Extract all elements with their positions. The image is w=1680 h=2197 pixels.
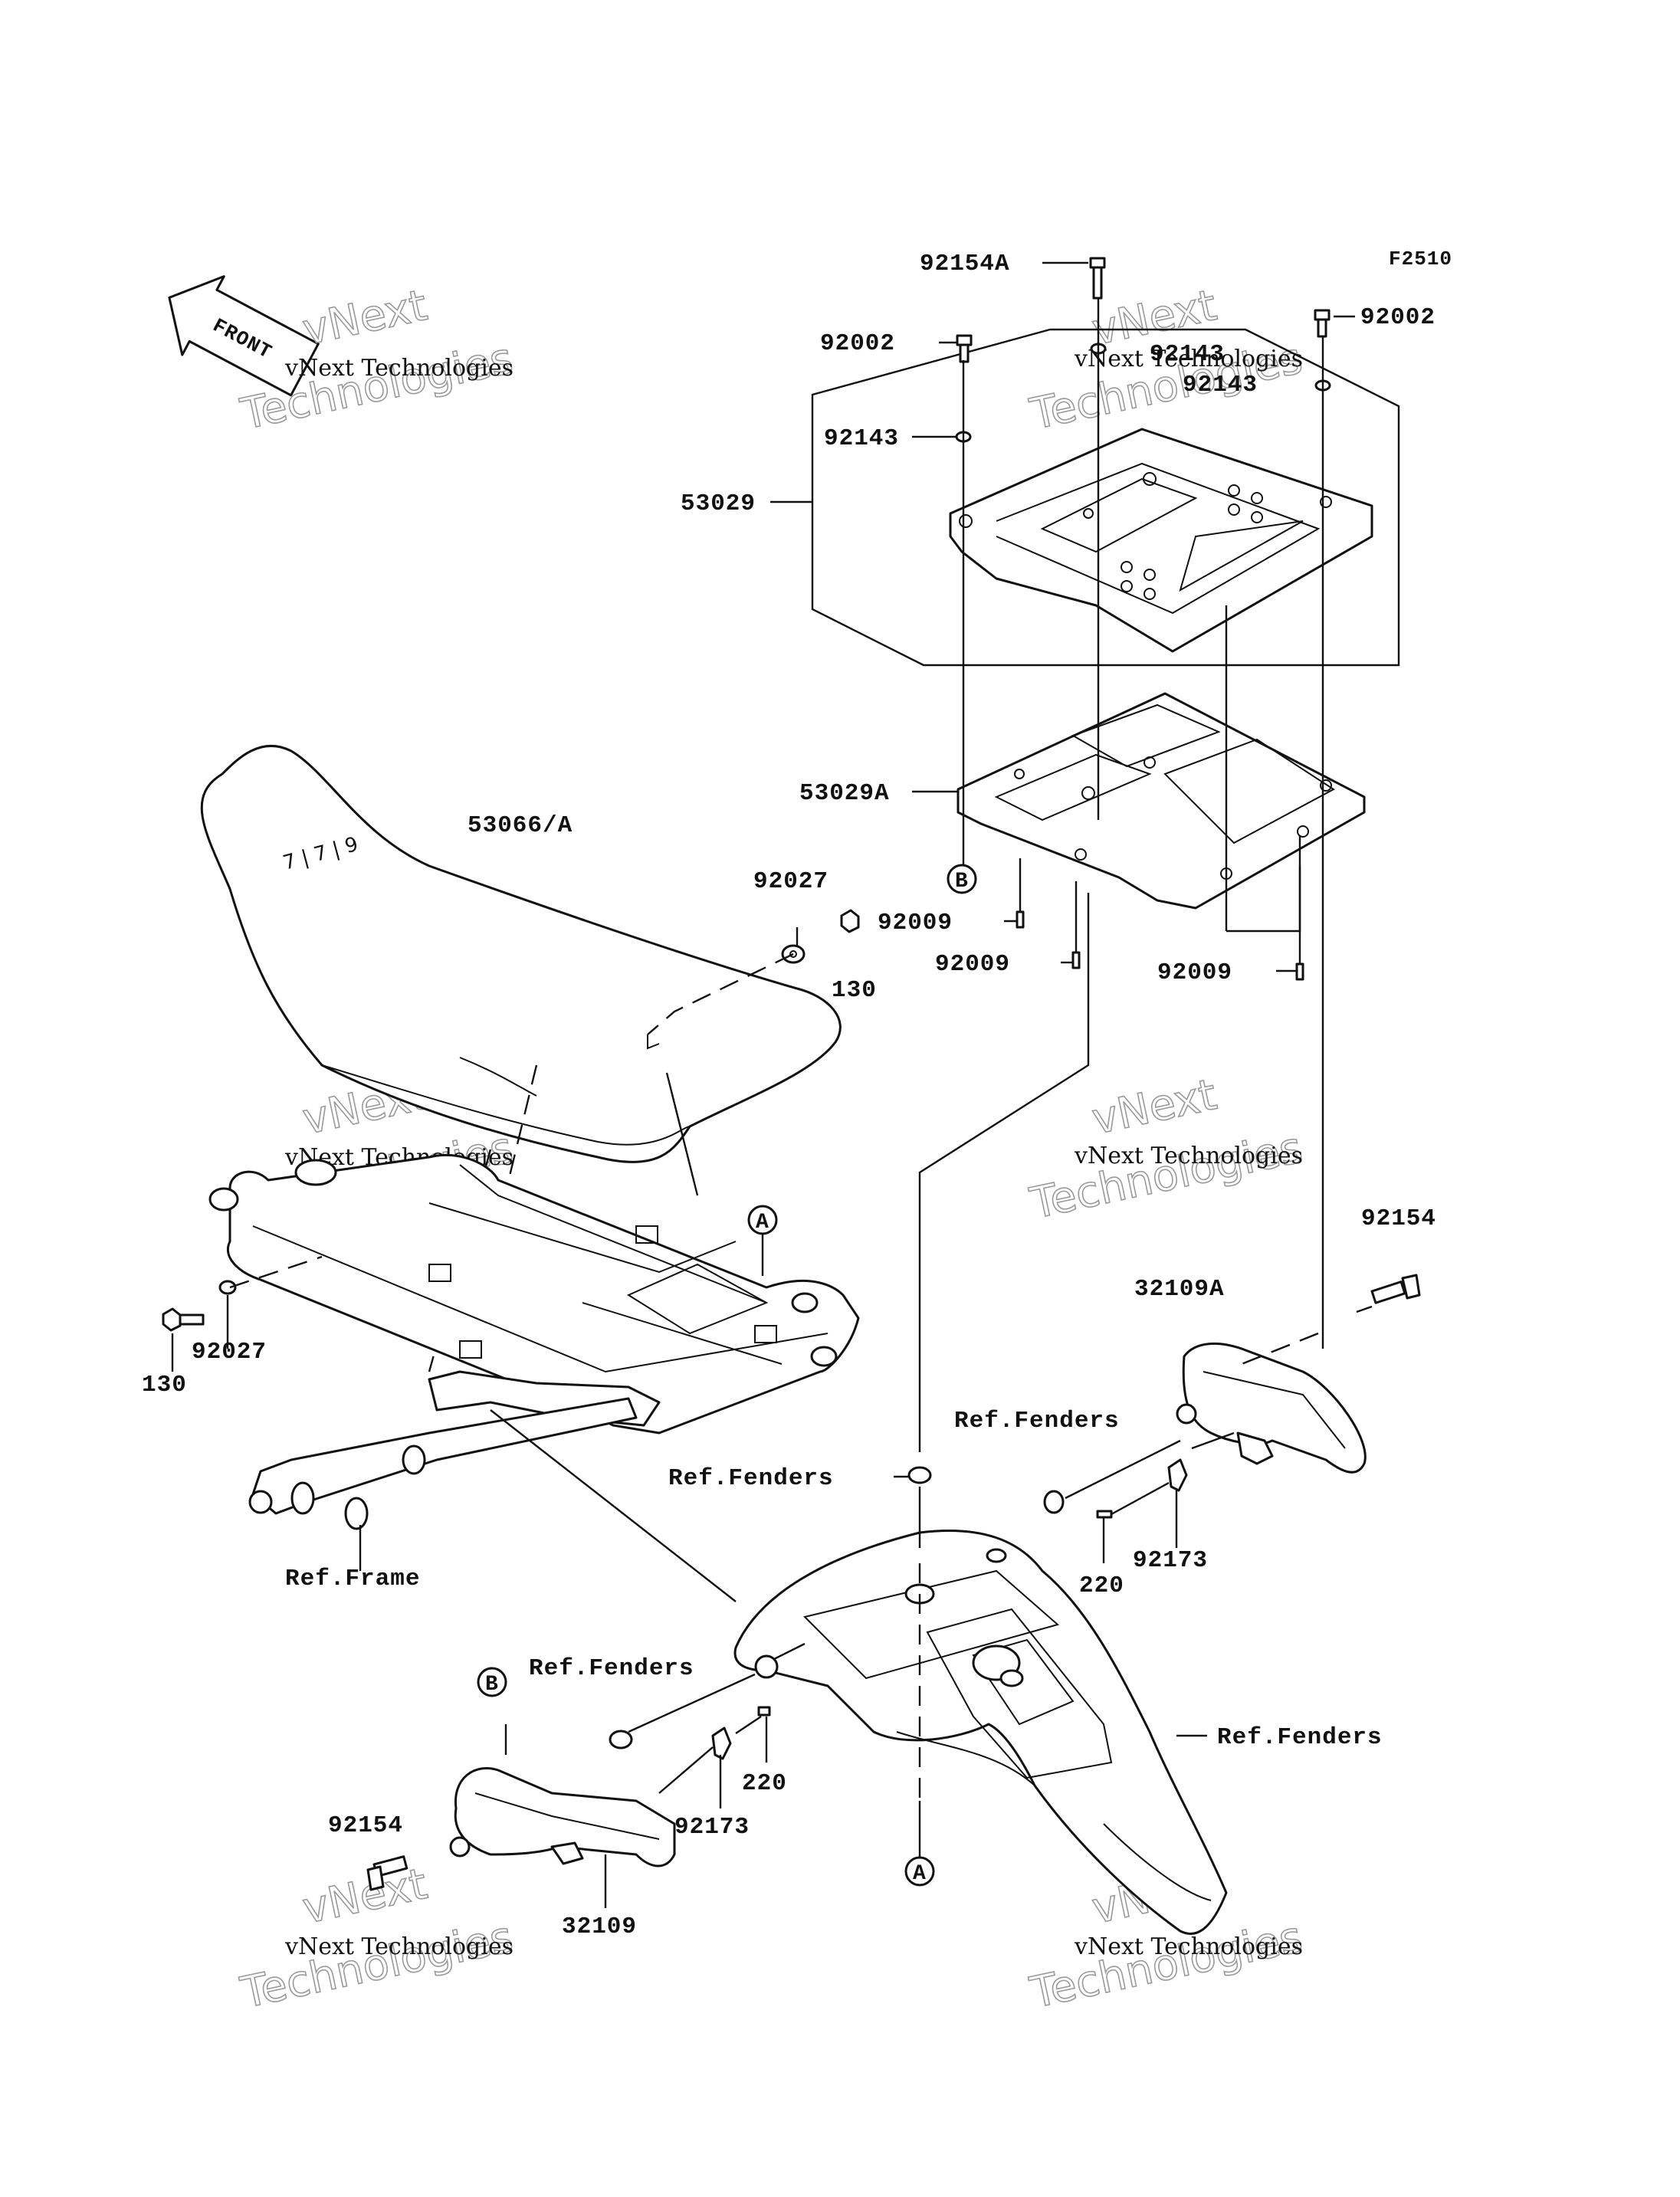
bolt-92154A-icon (1089, 257, 1106, 300)
clip-92173-left-icon (711, 1726, 732, 1760)
label-32109: 32109 (562, 1913, 637, 1940)
label-92154-left: 92154 (328, 1812, 403, 1839)
label-ref-fenders-center: Ref.Fenders (668, 1465, 834, 1492)
clip-92173-right-icon (1167, 1458, 1188, 1492)
ref-circle-a-bottom: A (904, 1856, 935, 1887)
svg-text:B: B (485, 1673, 498, 1697)
svg-text:A: A (756, 1211, 769, 1235)
screw-220-left-icon (757, 1706, 771, 1717)
svg-text:vNext Technologies: vNext Technologies (1074, 1933, 1303, 1960)
screw-92009-icons (1016, 835, 1304, 981)
svg-text:vNext Technologies: vNext Technologies (1074, 1143, 1303, 1169)
label-220-left: 220 (742, 1770, 787, 1797)
label-92009-b: 92009 (935, 951, 1010, 978)
frame-subframe (208, 1153, 860, 1530)
screw-220-right-icon (1096, 1510, 1113, 1519)
label-ref-fenders-far-right: Ref.Fenders (1217, 1724, 1383, 1751)
svg-text:Technologies: Technologies (1025, 1123, 1306, 1229)
label-53029: 53029 (681, 490, 756, 517)
label-92009-a: 92009 (878, 910, 953, 936)
label-92027-top: 92027 (753, 868, 829, 895)
washer-ref-fenders-center-icon (907, 1466, 932, 1484)
rear-fender (733, 1530, 1228, 1935)
svg-text:vNext Technologies: vNext Technologies (1074, 346, 1303, 372)
label-ref-frame: Ref.Frame (285, 1566, 420, 1592)
svg-text:vNext: vNext (298, 280, 431, 356)
label-92173-left: 92173 (674, 1814, 750, 1841)
leader-lines (770, 261, 1355, 1737)
carrier-53029 (949, 428, 1373, 653)
seat-bolt-dash-top (647, 953, 794, 1035)
part-labels: 92154A 92002 92002 92143 92143 92143 530… (142, 251, 1436, 1940)
base-plate-53029A (956, 692, 1366, 910)
seat-53066: 7 | 7 | 9 (200, 745, 842, 1163)
svg-text:vNext Technologies: vNext Technologies (284, 355, 514, 382)
guide-line-to-fender (918, 893, 1090, 1452)
svg-text:B: B (955, 870, 968, 894)
label-220-right: 220 (1079, 1572, 1124, 1599)
grab-bar-32109 (449, 1766, 676, 1867)
watermark-mid-right: vNext Technologies vNext Technologies (1025, 1069, 1308, 1229)
label-92154-right: 92154 (1361, 1205, 1436, 1232)
label-92143-center: 92143 (1150, 341, 1225, 368)
svg-text:Technologies: Technologies (1025, 1912, 1306, 2018)
label-92143-left: 92143 (824, 425, 899, 452)
label-53029A: 53029A (799, 780, 890, 807)
ref-circle-b-bottom: B (477, 1667, 507, 1697)
bolt-92002-right-icon (1314, 309, 1331, 338)
svg-text:vNext: vNext (1088, 1070, 1221, 1145)
label-92002-right: 92002 (1360, 304, 1436, 331)
bolt-92154-right-icon (1370, 1274, 1421, 1304)
ref-circle-b-top: B (947, 864, 977, 894)
ref-circle-a-frame: A (747, 1205, 778, 1235)
washer-ref-fenders-left-icon (609, 1730, 633, 1749)
svg-text:vNext: vNext (298, 1859, 431, 1934)
washer-ref-fenders-right-icon (1043, 1490, 1065, 1514)
label-92143-right: 92143 (1183, 372, 1258, 398)
front-arrow-icon: FRONT (168, 275, 320, 397)
label-130-top: 130 (832, 977, 877, 1004)
figure-code: F2510 (1389, 248, 1452, 271)
label-92154A: 92154A (920, 251, 1010, 277)
svg-text:A: A (913, 1862, 926, 1886)
svg-text:vNext Technologies: vNext Technologies (284, 1933, 514, 1960)
label-ref-fenders-left: Ref.Fenders (529, 1655, 694, 1682)
seat-bolt-130-left-icon (162, 1280, 237, 1332)
label-92009-c: 92009 (1157, 959, 1232, 986)
label-130-left: 130 (142, 1372, 187, 1399)
label-32109A: 32109A (1134, 1276, 1225, 1303)
label-92002-left: 92002 (820, 330, 895, 357)
svg-text:Technologies: Technologies (236, 1912, 517, 2018)
bolt-92154-left-icon (366, 1855, 409, 1891)
label-53066: 53066/A (468, 812, 573, 839)
label-92027-left: 92027 (192, 1339, 267, 1366)
label-ref-fenders-right: Ref.Fenders (954, 1408, 1120, 1435)
label-92173-right: 92173 (1133, 1547, 1208, 1574)
bolt-92002-left-icon (956, 334, 973, 363)
grab-bar-32109A (1176, 1342, 1367, 1474)
carrier-assembly-outline (811, 328, 1400, 667)
seat-bolt-130-top-icon (781, 909, 860, 964)
